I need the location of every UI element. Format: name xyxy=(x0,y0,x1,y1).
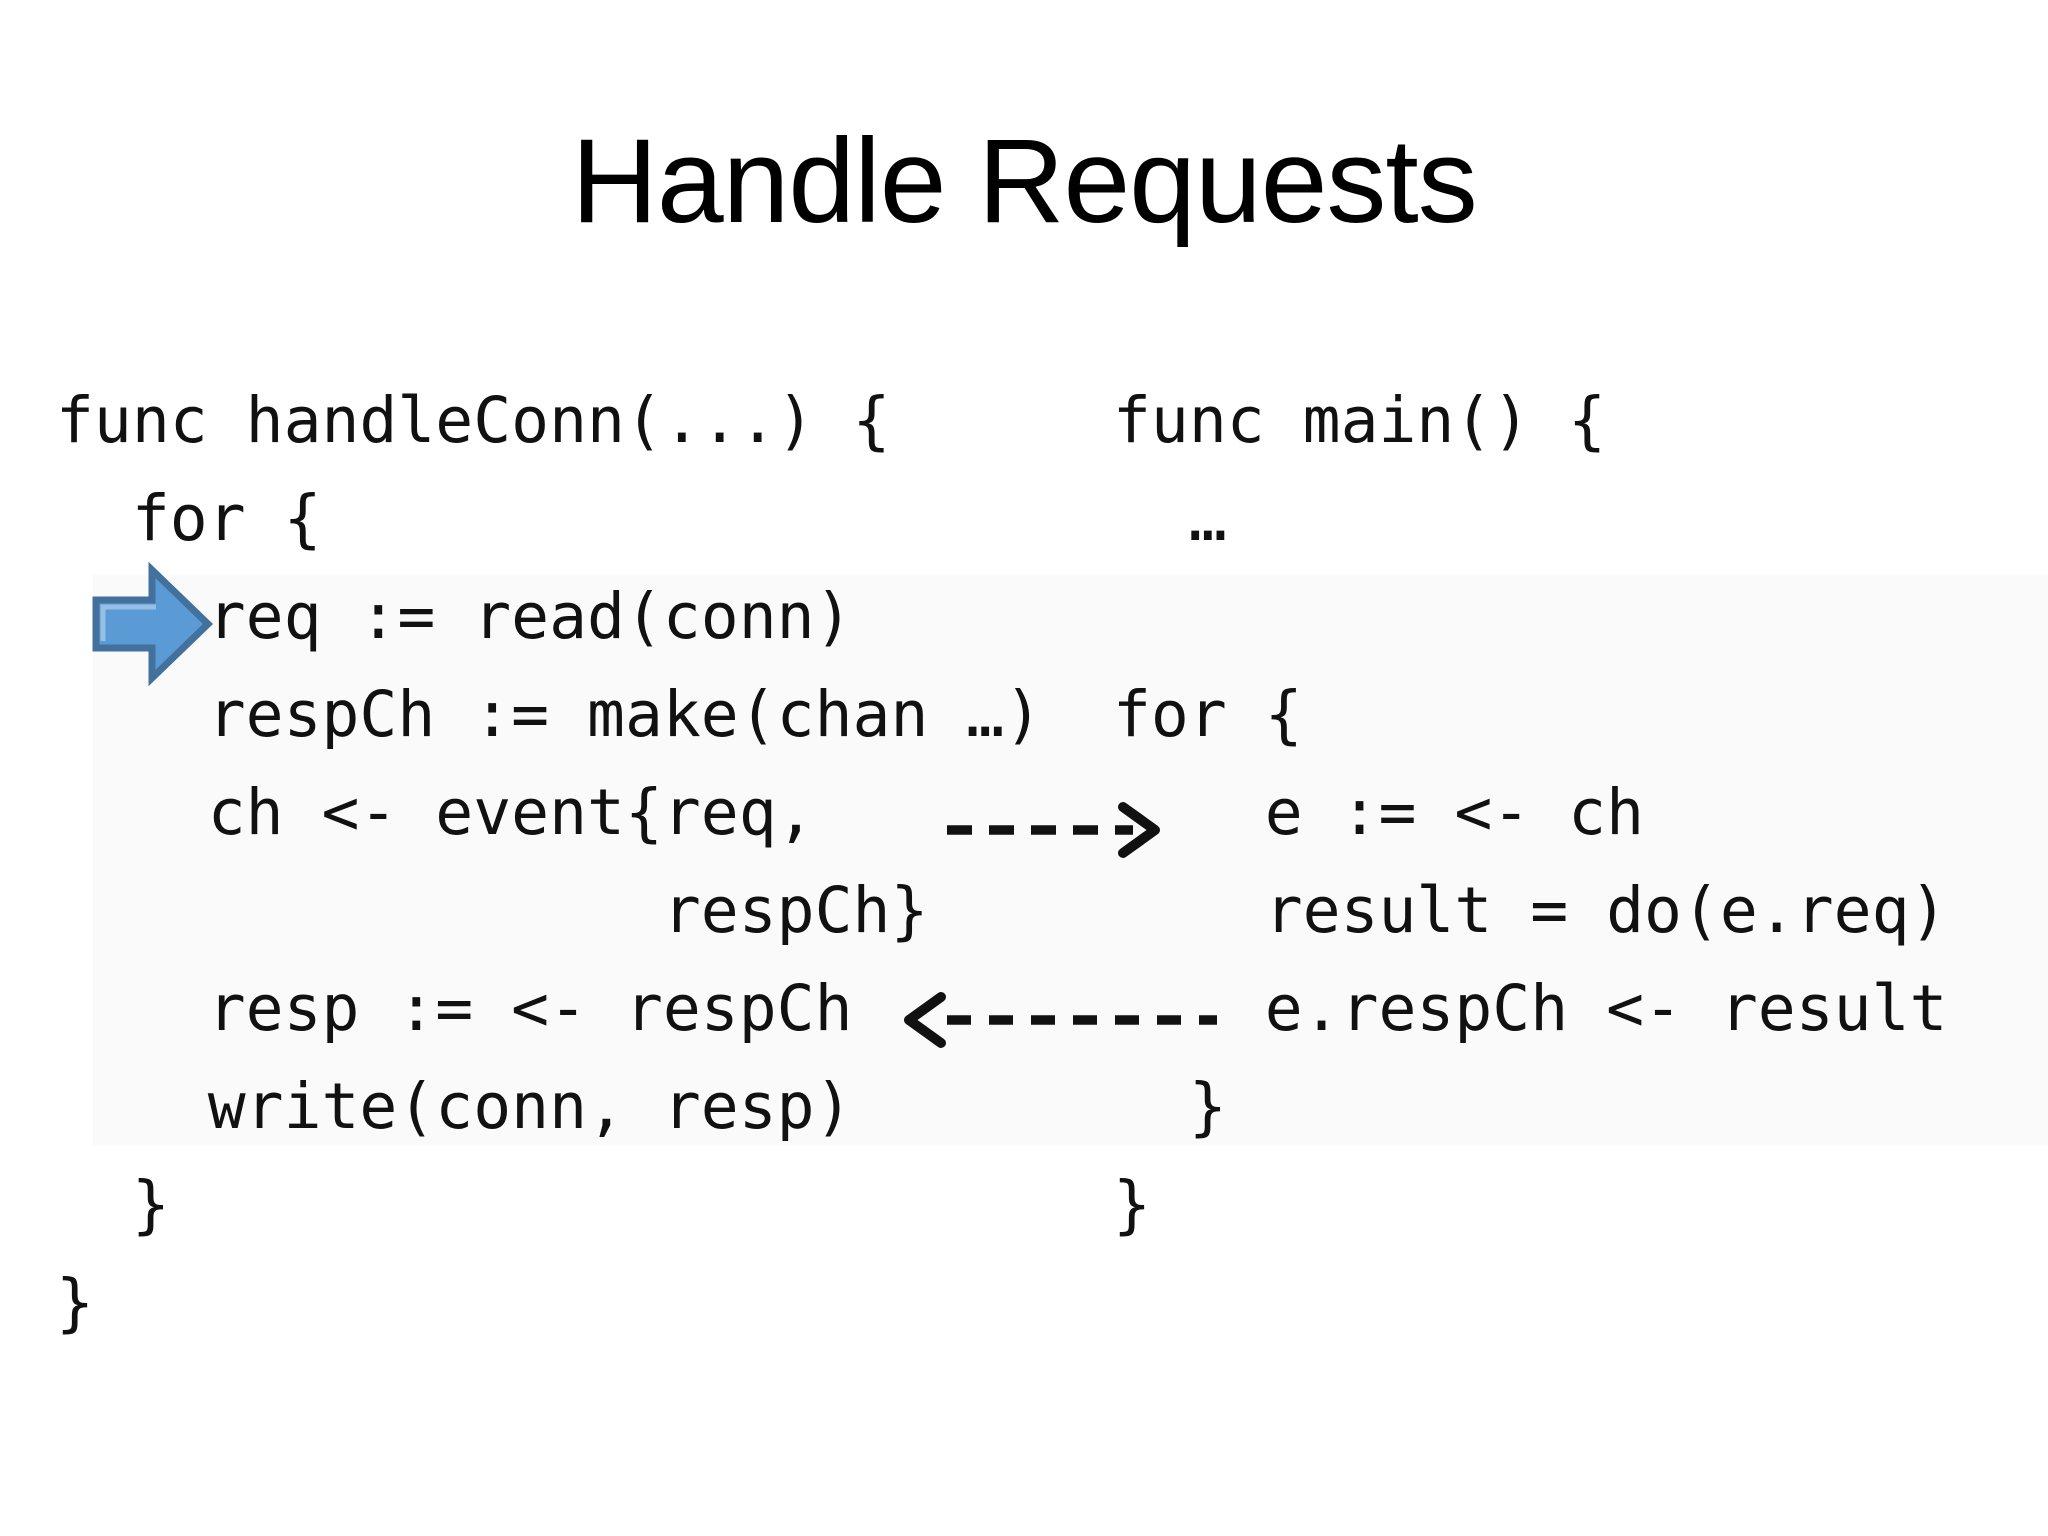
slide-title: Handle Requests xyxy=(571,114,1478,248)
content-tint-panel xyxy=(93,575,2048,1145)
event-send-dashed-arrow-icon xyxy=(947,802,1160,858)
response-receive-dashed-arrow-icon xyxy=(904,992,1217,1048)
code-block-handleconn: func handleConn(...) { for { req := read… xyxy=(56,384,1043,1339)
current-line-arrow-icon xyxy=(92,561,214,687)
code-block-main: func main() { … for { e := <- ch result … xyxy=(1113,384,1948,1241)
